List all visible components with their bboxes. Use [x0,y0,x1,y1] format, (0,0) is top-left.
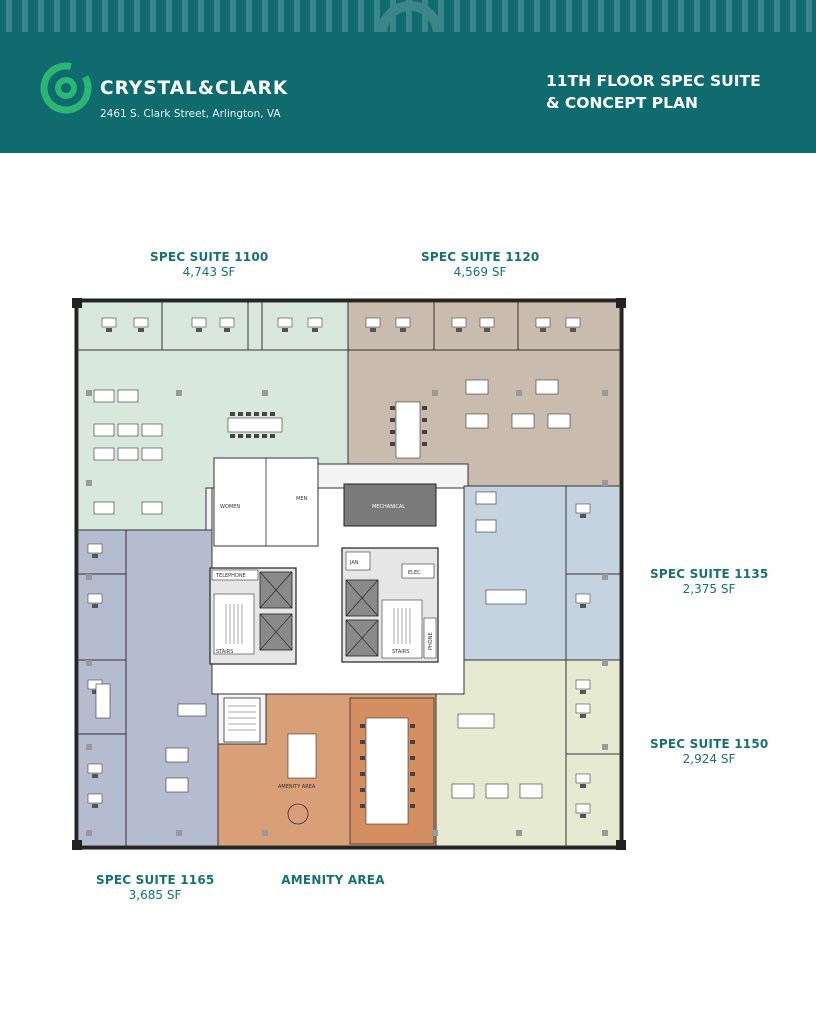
workstation-clusters [93,379,571,799]
suite-1135-area [463,485,621,661]
suite-name: SPEC SUITE 1100 [150,250,269,264]
plan-title-line-1: 11TH FLOOR SPEC SUITE [546,72,761,90]
building-address: 2461 S. Clark Street, Arlington, VA [100,108,281,120]
brand-name: CRYSTAL&CLARK [100,78,289,99]
amenity-area-plan-label: AMENITY AREA [278,784,316,790]
suite-label-1120: SPEC SUITE 1120 4,569 SF [421,250,539,279]
suite-label-amenity: AMENITY AREA [272,873,394,887]
suite-area: 2,924 SF [682,752,736,766]
suite-label-1150: SPEC SUITE 1150 2,924 SF [650,737,768,766]
page-header: CRYSTAL&CLARK 2461 S. Clark Street, Arli… [0,0,816,153]
floor-plan: WOMEN MEN MECHANICAL TELEPHONE STAIRS JA… [66,294,632,854]
women-restroom-label: WOMEN [220,504,240,510]
suite-area: 4,569 SF [453,265,507,279]
suite-label-1100: SPEC SUITE 1100 4,743 SF [150,250,268,279]
suite-name: AMENITY AREA [281,873,385,887]
stairs-right-label: STAIRS [392,649,409,655]
janitor-closet-label: JAN [349,560,359,566]
phone-room-label: PHONE [428,632,434,650]
crystal-clark-logo-icon [40,62,92,114]
floor-plan-drawing: WOMEN MEN MECHANICAL TELEPHONE STAIRS JA… [72,298,626,850]
plan-title: 11TH FLOOR SPEC SUITE & CONCEPT PLAN [546,70,786,114]
structural-columns [86,390,608,836]
suite-name: SPEC SUITE 1165 [96,873,215,887]
electrical-room-label: ELEC [408,570,421,576]
telephone-room-label: TELEPHONE [215,573,246,579]
suite-area: 3,685 SF [128,888,182,902]
men-restroom-label: MEN [296,496,307,502]
suite-name: SPEC SUITE 1135 [650,567,769,581]
suite-label-1165: SPEC SUITE 1165 3,685 SF [96,873,214,902]
conference-tables [95,401,527,729]
suite-area: 2,375 SF [682,582,736,596]
plan-title-line-2: & CONCEPT PLAN [546,94,698,112]
suite-name: SPEC SUITE 1150 [650,737,769,751]
suite-area: 4,743 SF [182,265,236,279]
header-pattern [6,0,812,32]
mechanical-room-label: MECHANICAL [372,504,405,510]
suite-label-1135: SPEC SUITE 1135 2,375 SF [650,567,768,596]
stairs-left-label: STAIRS [216,649,233,655]
suite-name: SPEC SUITE 1120 [421,250,540,264]
